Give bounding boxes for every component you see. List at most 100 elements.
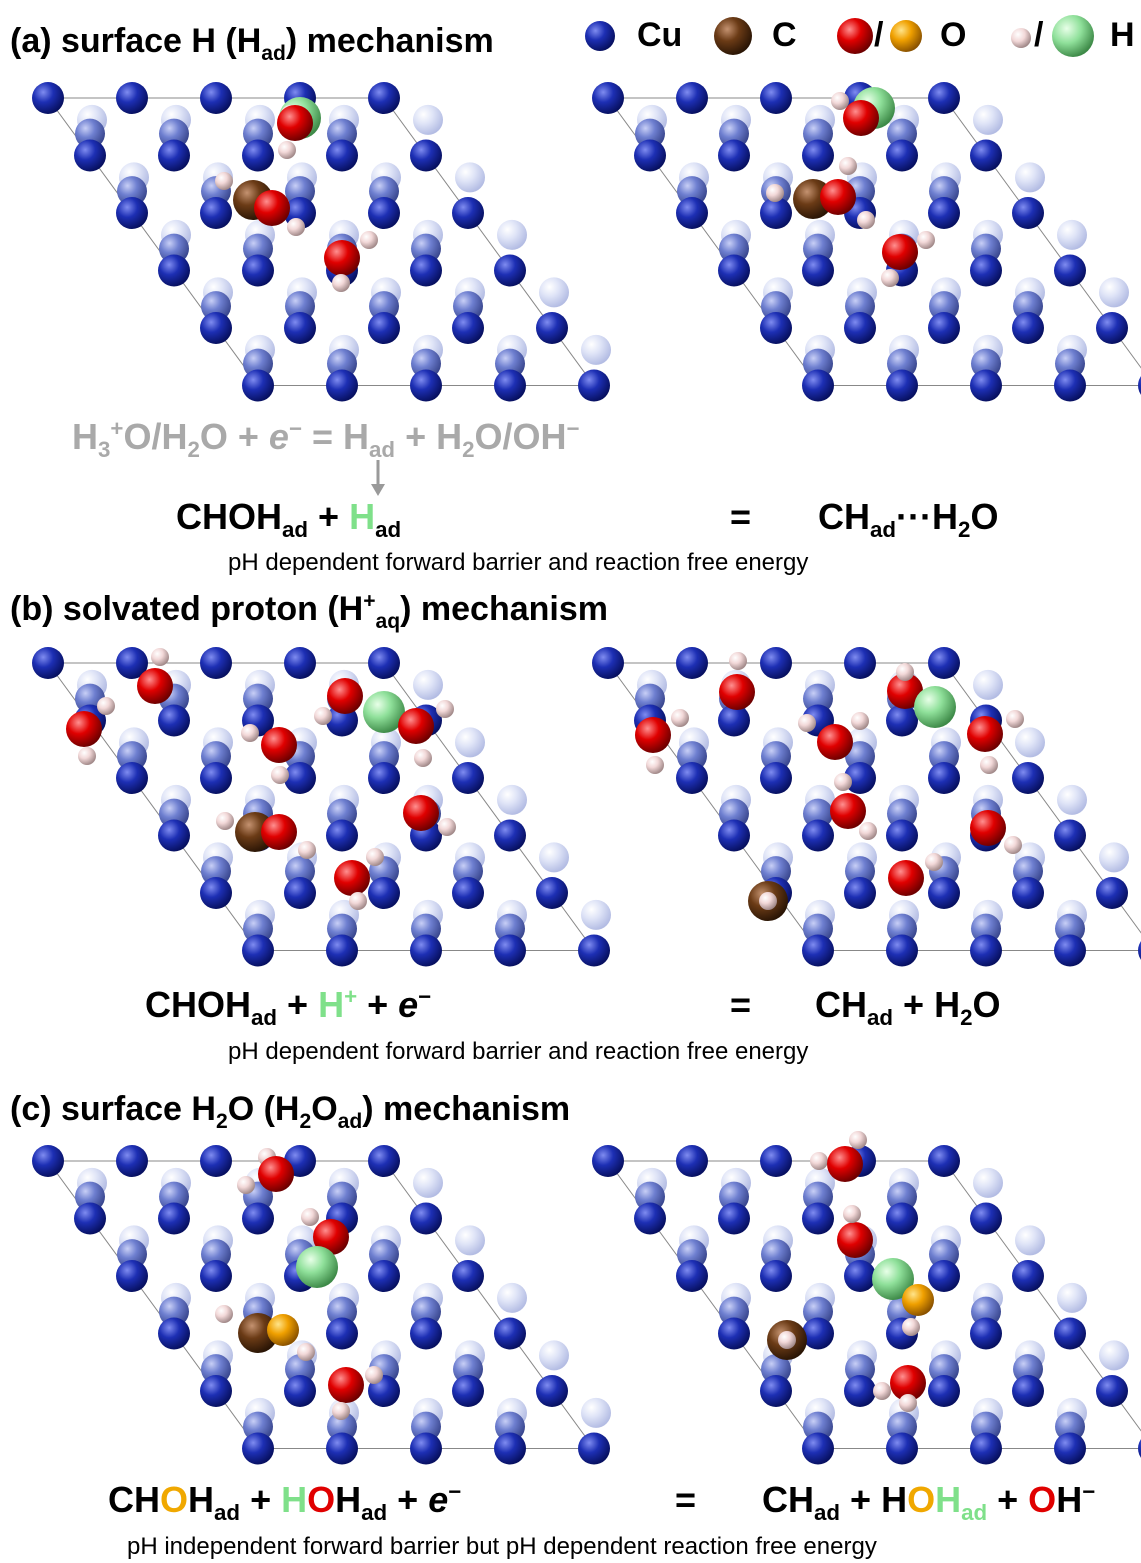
oxygen-atom — [882, 234, 918, 270]
cu-atom-top — [452, 762, 484, 794]
cu-atom-top — [242, 139, 274, 172]
cu-atom-middle — [201, 741, 231, 772]
cu-atom-top — [1138, 941, 1141, 960]
hydrogen-atom — [349, 892, 367, 910]
cu-atom-lower — [1057, 1282, 1087, 1313]
cu-atom-top — [928, 762, 960, 794]
cu-atom-top — [676, 197, 708, 229]
cu-atom-middle — [803, 1411, 833, 1442]
cu-atom-middle — [803, 1296, 833, 1327]
cu-atom-middle — [411, 1411, 441, 1442]
oxygen-atom — [890, 1365, 926, 1401]
section-a-equals: = — [730, 496, 752, 537]
cu-atom-middle — [159, 1296, 189, 1327]
hydrogen-atom — [859, 822, 877, 840]
cu-atom-top — [536, 877, 568, 909]
cu-atom-top — [74, 139, 106, 172]
legend-o-label: O — [940, 16, 967, 54]
cu-atom-top — [676, 647, 708, 679]
hydrogen-atom — [810, 1152, 828, 1170]
unit-cell-outline — [607, 662, 1141, 951]
cu-atom-middle — [243, 118, 273, 149]
cu-atom-top — [844, 647, 876, 679]
cu-atom-lower — [973, 669, 1003, 700]
hydrogen-atom — [301, 1208, 319, 1226]
slab-a-initial — [32, 82, 611, 402]
cu-atom-top — [116, 1145, 148, 1177]
cu-atom-middle — [285, 856, 315, 887]
cu-atom-top — [592, 1145, 624, 1177]
cu-atom-top — [200, 197, 232, 229]
hydrogen-atom — [896, 663, 914, 681]
oxygen-atom — [137, 668, 173, 704]
cu-atom-middle — [159, 1181, 189, 1212]
cu-atom-middle — [327, 348, 357, 379]
hydrogen-atom — [278, 141, 296, 159]
down-arrow-icon — [371, 460, 385, 496]
oxygen-atom — [313, 1219, 349, 1255]
legend-c-label: C — [772, 16, 797, 54]
cu-atom-top — [326, 1432, 358, 1465]
cu-atom-top — [284, 647, 316, 679]
cu-atom-top — [494, 819, 526, 852]
cu-atom-top — [1012, 1260, 1044, 1292]
cu-atom-top — [1138, 1439, 1141, 1458]
cu-atom-top — [116, 1260, 148, 1292]
cu-atom-middle — [327, 118, 357, 149]
cu-atom-top — [368, 877, 400, 909]
cu-atom-middle — [677, 1239, 707, 1270]
cu-atom-top — [494, 254, 526, 287]
cu-atom-top — [200, 312, 232, 344]
cu-atom-top — [242, 1432, 274, 1465]
cu-atom-middle — [1055, 913, 1085, 944]
cu-atom-top — [760, 197, 792, 229]
hydrogen-atom — [271, 766, 289, 784]
cu-atom-top — [578, 934, 610, 967]
cu-atom-top — [844, 312, 876, 344]
section-c-eq-left: CHOHad + HOHad + e− — [108, 1479, 462, 1526]
cu-atom-top — [368, 647, 400, 679]
cu-atom-middle — [845, 291, 875, 322]
section-c-note: pH independent forward barrier but pH de… — [127, 1533, 877, 1560]
cu-atom-top — [326, 1317, 358, 1350]
cu-atom-top — [1012, 312, 1044, 344]
cu-atom-lower — [455, 162, 485, 193]
cu-atom-top — [970, 1202, 1002, 1235]
cu-atom-top — [410, 254, 442, 287]
section-b-title: (b) solvated proton (H+aq) mechanism — [10, 589, 608, 633]
cu-atom-top — [802, 1317, 834, 1350]
oxygen-atom — [66, 711, 102, 747]
cu-atom-top — [116, 647, 148, 679]
cu-atom-top — [200, 1145, 232, 1177]
cu-atom-top — [886, 934, 918, 967]
cu-atom-lower — [581, 334, 611, 365]
cu-atom-middle — [117, 1239, 147, 1270]
cu-atom-lower — [581, 1397, 611, 1428]
cu-atom-top — [928, 1260, 960, 1292]
cu-atom-middle — [635, 1181, 665, 1212]
section-c-title: (c) surface H2O (H2Oad) mechanism — [10, 1090, 571, 1133]
cu-atom-middle — [369, 176, 399, 207]
cu-atom-middle — [1013, 856, 1043, 887]
hydrogen-atom — [332, 1402, 350, 1420]
cu-atom-middle — [75, 1181, 105, 1212]
oxygen-atom — [277, 105, 313, 141]
hydrogen-atom — [314, 707, 332, 725]
cu-atom-middle — [453, 856, 483, 887]
section-a-title: (a) surface H (Had) mechanism — [10, 22, 494, 65]
cu-atom-top — [886, 704, 918, 737]
section-b-equals: = — [730, 984, 752, 1025]
legend-c-sphere — [714, 17, 752, 55]
oxygen-atom — [261, 814, 297, 850]
cu-atom-top — [802, 1202, 834, 1235]
cu-atom-top — [802, 819, 834, 852]
hydrogen-atom — [78, 747, 96, 765]
oxygen-atom — [254, 190, 290, 226]
legend-h-sep: / — [1034, 16, 1044, 54]
cu-atom-top — [1054, 819, 1086, 852]
cu-atom-top — [634, 1202, 666, 1235]
cu-atom-middle — [243, 233, 273, 264]
hydrogen-atom — [766, 184, 784, 202]
cu-atom-top — [1012, 762, 1044, 794]
cu-atom-top — [1054, 1432, 1086, 1465]
